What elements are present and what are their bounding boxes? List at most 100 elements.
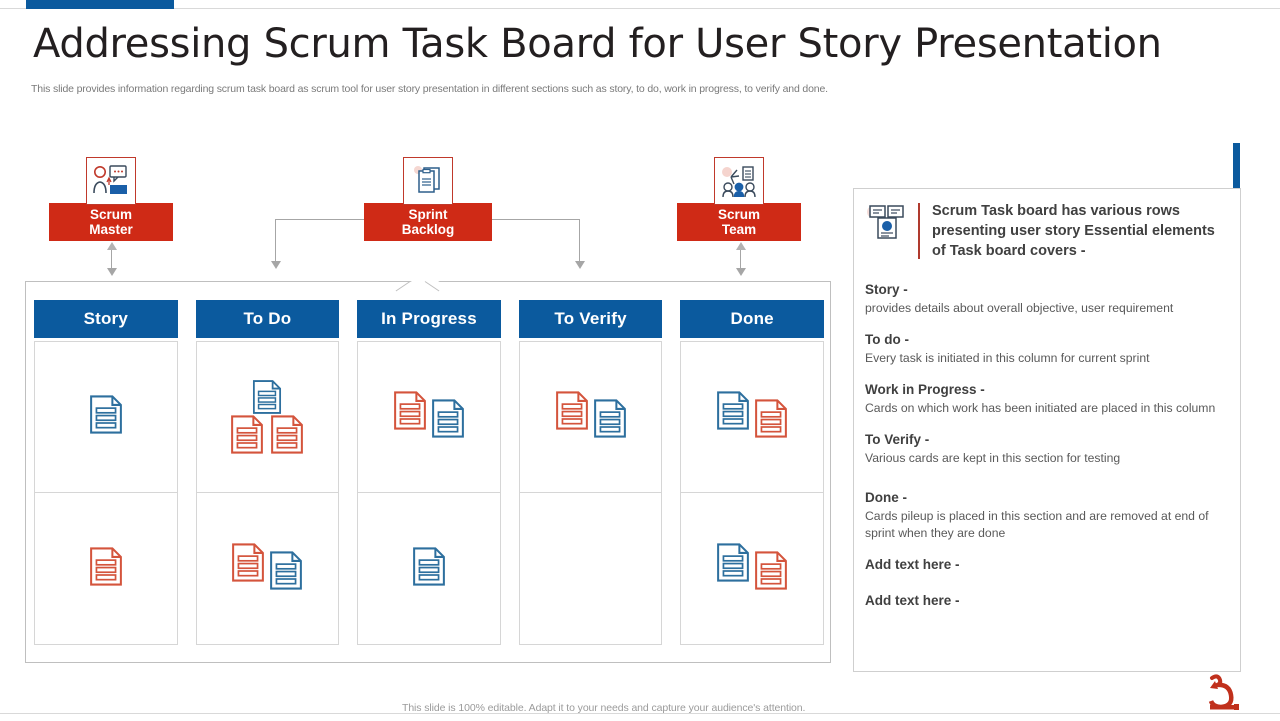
- card-group: [716, 542, 788, 596]
- panel-item-description: Every task is initiated in this column f…: [865, 351, 1150, 365]
- board-cell[interactable]: [357, 341, 501, 493]
- double-arrow-master-up: [107, 242, 117, 250]
- panel-item-title: Done -: [865, 490, 907, 505]
- card-item[interactable]: [716, 542, 750, 588]
- card-item[interactable]: [269, 550, 303, 596]
- column-header[interactable]: To Do: [195, 300, 340, 338]
- board-column-to-verify: To Verify: [511, 282, 671, 664]
- panel-item-title: Add text here -: [865, 593, 960, 608]
- panel-item-description: provides details about overall objective…: [865, 301, 1174, 315]
- board-columns: Story To Do In Progress To Verify Done: [26, 282, 832, 664]
- panel-heading-text: Scrum Task board has various rows presen…: [932, 203, 1215, 259]
- board-column-done: Done: [672, 282, 832, 664]
- document-card-icon: [755, 399, 788, 438]
- board-cell[interactable]: [518, 493, 663, 645]
- board-cell[interactable]: [357, 493, 501, 645]
- double-arrow-team-up: [736, 242, 746, 250]
- card-item[interactable]: [716, 390, 750, 436]
- connector-arrow-right: [575, 261, 585, 269]
- panel-item-title: To do -: [865, 332, 909, 347]
- scrum-team-icon: [714, 157, 764, 205]
- board-cell[interactable]: [518, 341, 663, 493]
- card-item[interactable]: [555, 390, 589, 436]
- card-group: [555, 390, 627, 444]
- card-group: [89, 394, 123, 440]
- connector-h-left: [275, 219, 365, 220]
- document-card-icon: [555, 391, 588, 430]
- connector-v-left: [275, 219, 276, 262]
- card-item[interactable]: [89, 546, 123, 592]
- company-logo: [1196, 672, 1242, 716]
- document-card-icon: [270, 550, 303, 590]
- card-item[interactable]: [431, 398, 465, 444]
- document-card-icon: [232, 542, 265, 582]
- board-column-to-do: To Do: [188, 282, 348, 664]
- page-subtitle: This slide provides information regardin…: [31, 83, 828, 95]
- column-header[interactable]: Story: [34, 300, 178, 338]
- card-item[interactable]: [89, 394, 123, 440]
- scrum-master-icon: [86, 157, 136, 205]
- document-card-icon: [717, 391, 750, 430]
- card-item[interactable]: [754, 398, 788, 444]
- board-cell[interactable]: [34, 341, 178, 493]
- panel-item-description: Cards pileup is placed in this section a…: [865, 509, 1209, 540]
- card-group: [393, 390, 465, 444]
- header-accent-bar: [26, 0, 174, 9]
- card-group-top: [252, 379, 282, 420]
- document-card-icon: [394, 391, 426, 430]
- footer-note: This slide is 100% editable. Adapt it to…: [402, 702, 806, 714]
- document-card-icon: [717, 542, 750, 582]
- card-group: [231, 542, 303, 596]
- double-arrow-team-down: [736, 268, 746, 276]
- board-cell[interactable]: [34, 493, 178, 645]
- document-card-icon: [231, 415, 264, 454]
- header-rule: [0, 8, 1280, 9]
- card-item[interactable]: [231, 542, 265, 588]
- card-item[interactable]: [393, 390, 427, 436]
- card-group-bottom: [230, 414, 304, 455]
- sprint-backlog-icon: [403, 157, 453, 205]
- board-cell[interactable]: [195, 493, 340, 645]
- column-header[interactable]: To Verify: [518, 300, 663, 338]
- card-item[interactable]: [754, 550, 788, 596]
- panel-item-title: To Verify -: [865, 432, 930, 447]
- task-board: Story To Do In Progress To Verify Done: [25, 281, 831, 663]
- board-cell[interactable]: [195, 341, 340, 493]
- connector-h-right: [490, 219, 580, 220]
- info-panel: Scrum Task board has various rows presen…: [853, 188, 1241, 672]
- panel-item: Work in Progress -Cards on which work ha…: [865, 381, 1229, 417]
- document-card-icon: [593, 399, 626, 438]
- document-card-icon: [89, 395, 122, 434]
- column-header[interactable]: Done: [680, 300, 824, 338]
- card-item[interactable]: [593, 398, 627, 444]
- board-cell[interactable]: [680, 493, 824, 645]
- panel-item: Add text here -: [865, 556, 1229, 574]
- connector-v-right: [579, 219, 580, 262]
- panel-item-description: Cards on which work has been initiated a…: [865, 401, 1216, 415]
- panel-item: Done - Cards pileup is placed in this sec…: [865, 489, 1229, 542]
- panel-item-title: Story -: [865, 282, 908, 297]
- double-arrow-master-shaft: [111, 248, 112, 270]
- board-column-story: Story: [26, 282, 186, 664]
- panel-item: To do - Every task is initiated in this c…: [865, 331, 1229, 367]
- document-card-icon: [253, 380, 282, 414]
- panel-item-title: Add text here -: [865, 557, 960, 572]
- panel-item-description: Various cards are kept in this section f…: [865, 451, 1121, 465]
- board-cell[interactable]: [680, 341, 824, 493]
- board-column-in-progress: In Progress: [349, 282, 509, 664]
- card-group: [89, 546, 123, 592]
- card-item[interactable]: [412, 546, 446, 592]
- connector-arrow-left: [271, 261, 281, 269]
- column-header[interactable]: In Progress: [357, 300, 501, 338]
- card-stack: [230, 379, 304, 455]
- document-card-icon: [271, 415, 304, 454]
